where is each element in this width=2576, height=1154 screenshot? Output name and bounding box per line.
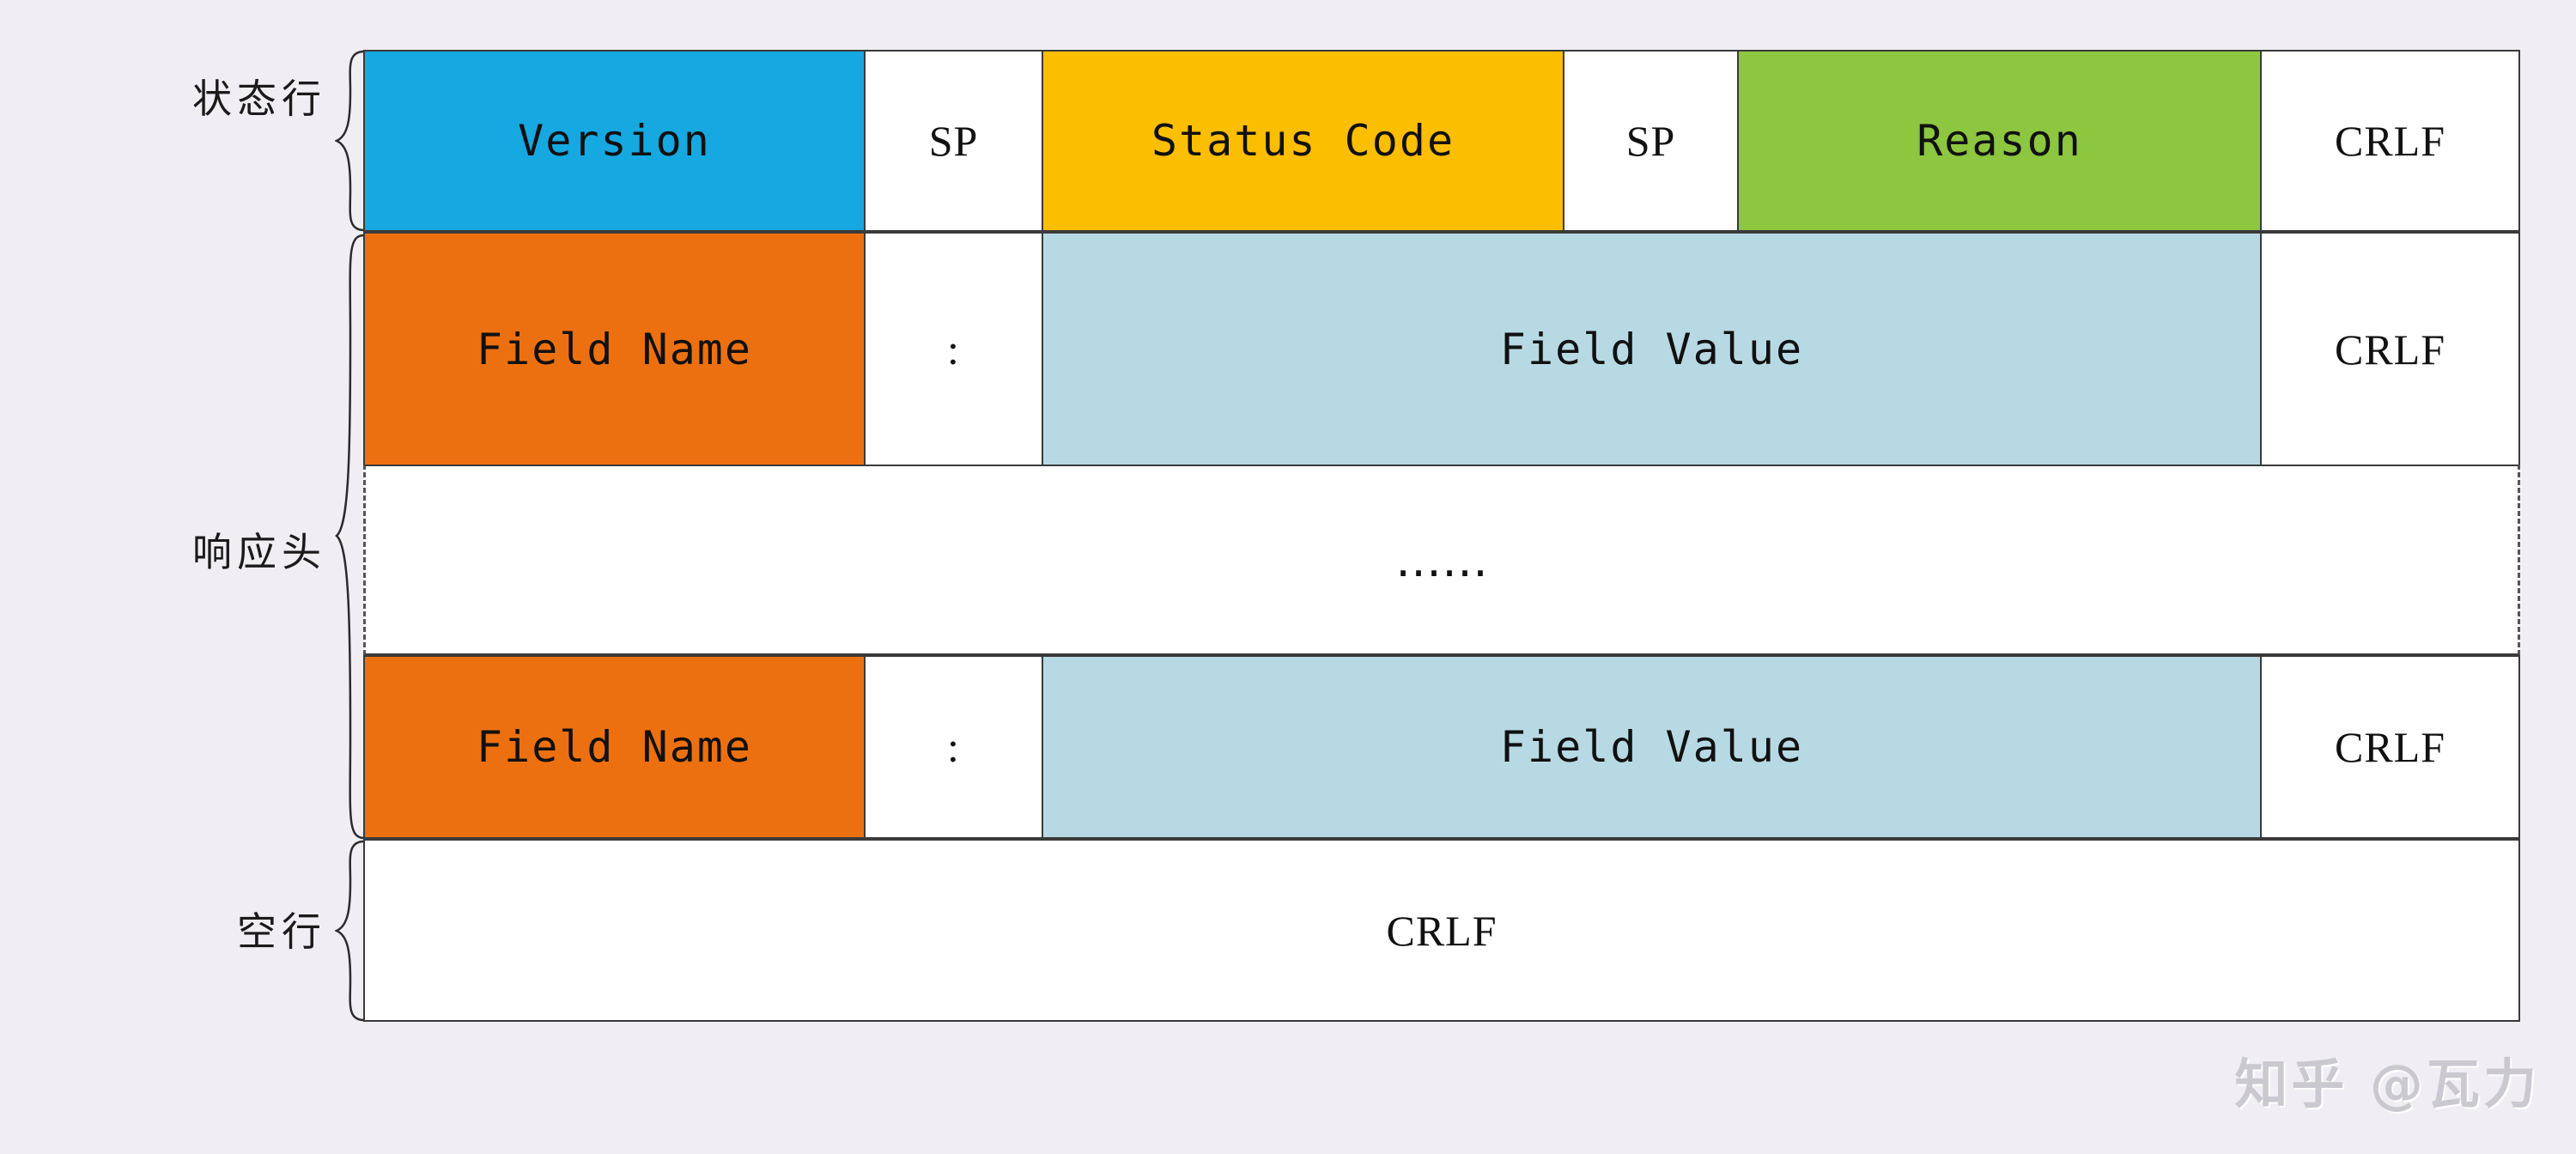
cell-ellipsis: …… <box>363 465 2520 655</box>
cell-reason: Reason <box>1737 50 2262 232</box>
cell-status-code: Status Code <box>1042 50 1564 232</box>
cell-colon-2: : <box>864 655 1043 839</box>
side-label-empty-line: 空行 <box>237 908 326 955</box>
cell-crlf-blank-line: CRLF <box>363 839 2520 1022</box>
cell-field-name-2: Field Name <box>363 655 866 839</box>
brace-status-line <box>335 50 366 232</box>
cell-crlf-header-1: CRLF <box>2260 232 2520 466</box>
cell-crlf-status-line: CRLF <box>2260 50 2520 232</box>
cell-field-name-1: Field Name <box>363 232 866 466</box>
cell-version: Version <box>363 50 866 232</box>
side-label-status-line: 状态行 <box>192 76 326 122</box>
cell-field-value-1: Field Value <box>1042 232 2262 466</box>
watermark: 知乎 @瓦力 <box>2234 1053 2540 1115</box>
cell-field-value-2: Field Value <box>1042 655 2262 839</box>
brace-response-headers <box>335 234 366 840</box>
cell-crlf-header-2: CRLF <box>2260 655 2520 839</box>
cell-sp-1: SP <box>864 50 1043 232</box>
brace-empty-line <box>335 840 366 1022</box>
side-label-response-headers: 响应头 <box>192 529 326 575</box>
cell-sp-2: SP <box>1563 50 1739 232</box>
cell-colon-1: : <box>864 232 1043 466</box>
